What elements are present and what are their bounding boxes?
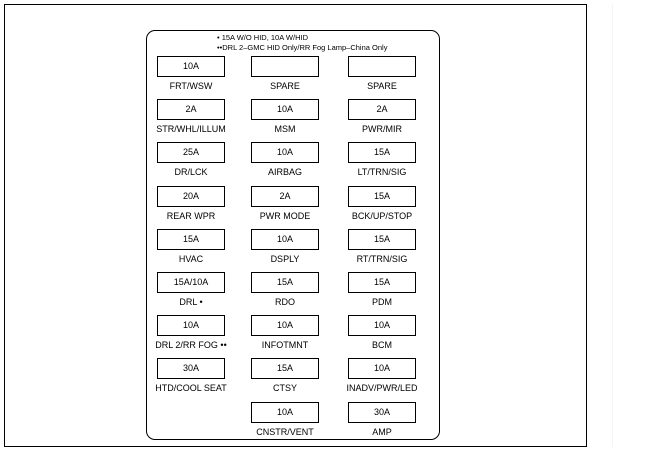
diagram-frame (4, 4, 587, 447)
fuse-label: INADV/PWR/LED (346, 383, 418, 393)
fuse-rating: 15A (251, 272, 319, 293)
fuse-rating: 15A (348, 186, 416, 207)
page-edge (612, 4, 643, 447)
fuse-rating: 15A (348, 272, 416, 293)
fuse-rating: 2A (251, 186, 319, 207)
fuse-label: PWR/MIR (362, 124, 402, 134)
fuse-rating: 10A (251, 142, 319, 163)
fuse-rating: 15A/10A (157, 272, 225, 293)
fuse-rating: 10A (251, 229, 319, 250)
fuse-rating: 2A (348, 99, 416, 120)
fuse-label: HTD/COOL SEAT (155, 383, 227, 393)
fuse-rating: 15A (251, 358, 319, 379)
fuse-label: DRL • (179, 297, 203, 307)
fuse-label: MSM (274, 124, 296, 134)
fuse-label: SPARE (367, 81, 397, 91)
fuse-rating: 10A (251, 402, 319, 423)
fuse-label: BCM (372, 340, 392, 350)
fuse-label: PDM (372, 297, 392, 307)
fuse-label: REAR WPR (166, 211, 216, 221)
fuse-rating: 10A (157, 315, 225, 336)
fuse-label: BCK/UP/STOP (351, 211, 413, 221)
fuse-rating: 25A (157, 142, 225, 163)
fuse-label: INFOTMNT (261, 340, 309, 350)
fuse-rating: 10A (251, 315, 319, 336)
fuse-rating: 10A (157, 56, 225, 77)
fuse-rating (348, 56, 416, 77)
fuse-rating (251, 56, 319, 77)
fuse-label: DRL 2/RR FOG •• (155, 340, 227, 350)
fuse-rating: 30A (157, 358, 225, 379)
fuse-label: STR/WHL/ILLUM (156, 124, 226, 134)
fuse-rating: 15A (348, 229, 416, 250)
fuse-label: AIRBAG (267, 167, 302, 177)
fuse-rating: 10A (251, 99, 319, 120)
fuse-rating: 15A (157, 229, 225, 250)
fuse-label: SPARE (270, 81, 300, 91)
footnote-1: • 15A W/O HID, 10A W/HID (217, 33, 308, 42)
fuse-label: AMP (372, 427, 392, 437)
fuse-label: HVAC (178, 254, 204, 264)
fuse-rating: 2A (157, 99, 225, 120)
fuse-label: PWR MODE (259, 211, 311, 221)
fuse-rating: 15A (348, 142, 416, 163)
fuse-label: CTSY (272, 383, 297, 393)
fuse-label: RDO (275, 297, 295, 307)
fuse-label: RT/TRN/SIG (356, 254, 408, 264)
fuse-label: DR/LCK (174, 167, 208, 177)
fuse-rating: 10A (348, 315, 416, 336)
fuse-rating: 10A (348, 358, 416, 379)
footnote-2: ••DRL 2–GMC HID Only/RR Fog Lamp–China O… (217, 43, 388, 52)
fuse-label: CNSTR/VENT (256, 427, 314, 437)
fuse-rating: 20A (157, 186, 225, 207)
fuse-panel-outline (146, 30, 440, 440)
fuse-rating: 30A (348, 402, 416, 423)
fuse-label: FRT/WSW (169, 81, 213, 91)
fuse-label: LT/TRN/SIG (357, 167, 407, 177)
fuse-label: DSPLY (270, 254, 300, 264)
